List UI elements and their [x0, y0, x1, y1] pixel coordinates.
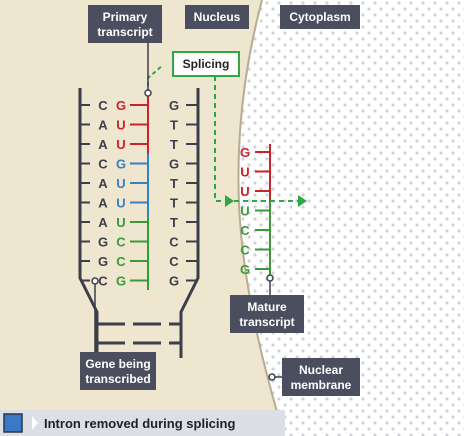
- membrane-label-line2: membrane: [291, 378, 352, 392]
- mature-transcript-base: U: [240, 204, 249, 219]
- dna-coding-base: T: [170, 118, 178, 133]
- dna-template-base: A: [98, 137, 108, 152]
- dna-coding-base: C: [169, 235, 179, 250]
- dna-template-base: A: [98, 176, 108, 191]
- dna-coding-base: T: [170, 215, 178, 230]
- splicing-arrowhead-right: [298, 195, 307, 207]
- key-swatch: [3, 413, 23, 433]
- mature-transcript-base: U: [240, 184, 249, 199]
- primary-transcript-base: G: [116, 157, 126, 172]
- mature-transcript-label-line1: Mature: [247, 300, 287, 314]
- primary-transcript-base: U: [116, 137, 125, 152]
- cytoplasm-label-box: [280, 5, 360, 29]
- mature-transcript-label-box: [230, 295, 304, 333]
- splicing-arrow-line: [214, 76, 300, 202]
- mature-transcript-base: C: [240, 223, 250, 238]
- primary-transcript-base: U: [116, 215, 125, 230]
- splicing-label-box: [172, 51, 240, 77]
- primary-transcript-base: C: [116, 235, 126, 250]
- dna-coding-base: T: [170, 196, 178, 211]
- mature-transcript-base: G: [240, 262, 250, 277]
- mature-transcript-base: U: [240, 165, 249, 180]
- primary-transcript-label-line1: Primary: [103, 10, 148, 24]
- dna-template-base: G: [98, 235, 108, 250]
- primary-transcript-base: U: [116, 176, 125, 191]
- splicing-arrowhead-left: [225, 195, 234, 207]
- primary-transcript-base: U: [116, 118, 125, 133]
- dna-template-base: G: [98, 254, 108, 269]
- mature-transcript-pointer-dot: [266, 274, 274, 282]
- primary-transcript-label-line2: transcript: [97, 25, 152, 39]
- dna-template-base: A: [98, 215, 108, 230]
- splicing-label: Splicing: [183, 57, 230, 71]
- dna-template-base: C: [98, 157, 108, 172]
- mature-transcript-label-line2: transcript: [239, 315, 294, 329]
- dna-coding-base: G: [169, 274, 179, 289]
- gene-label-box: [80, 352, 156, 390]
- nucleus-label-box: [185, 5, 249, 29]
- dna-template-base: A: [98, 118, 108, 133]
- dna-coding-base: G: [169, 98, 179, 113]
- mature-transcript-base: G: [240, 145, 250, 160]
- dna-coding-base: T: [170, 176, 178, 191]
- dna-template-base: C: [98, 98, 108, 113]
- dna-coding-base: T: [170, 137, 178, 152]
- nucleus-label: Nucleus: [194, 10, 241, 24]
- key-pointer-icon: [32, 416, 38, 430]
- membrane-pointer-dot: [268, 373, 276, 381]
- dna-coding-base: C: [169, 254, 179, 269]
- dna-template-base: C: [98, 274, 108, 289]
- primary-transcript-base: U: [116, 196, 125, 211]
- primary-transcript-base: G: [116, 98, 126, 113]
- nucleus-region: [0, 0, 284, 436]
- cytoplasm-label: Cytoplasm: [289, 10, 350, 24]
- membrane-label-box: [282, 358, 360, 396]
- primary-transcript-base: G: [116, 274, 126, 289]
- primary-transcript-base: C: [116, 254, 126, 269]
- primary-transcript-pointer-dot: [144, 89, 152, 97]
- key-box: [0, 410, 285, 436]
- membrane-label-line1: Nuclear: [299, 363, 343, 377]
- dna-coding-base: G: [169, 157, 179, 172]
- nuclear-membrane-line: [237, 0, 285, 436]
- key-label: Intron removed during splicing: [44, 416, 235, 431]
- primary-transcript-label-box: [88, 5, 162, 43]
- gene-label-line2: transcribed: [85, 372, 150, 386]
- mature-transcript-base: C: [240, 243, 250, 258]
- gene-label-line1: Gene being: [85, 357, 150, 371]
- gene-pointer-dot: [91, 277, 99, 285]
- dna-template-base: A: [98, 196, 108, 211]
